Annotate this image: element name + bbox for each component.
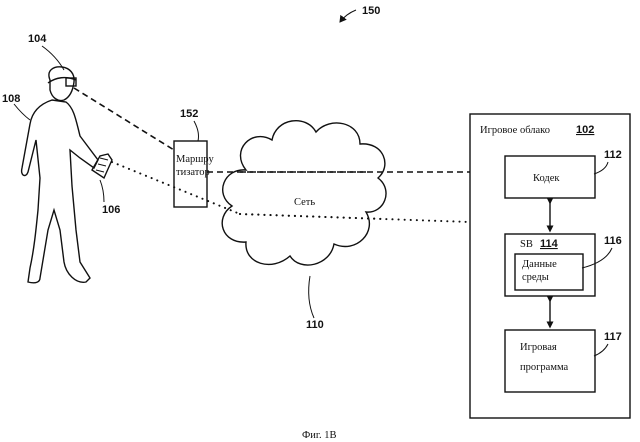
user-leader xyxy=(14,104,30,120)
game-cloud-title: Игровое облако xyxy=(480,125,550,136)
system-ref-arrow xyxy=(340,10,356,22)
game-program-box xyxy=(505,330,595,392)
controller-ref: 106 xyxy=(102,204,120,216)
figure-caption: Фиг. 1В xyxy=(302,430,337,441)
controller-leader xyxy=(100,180,104,202)
env-data-label-line1: Данные xyxy=(522,259,557,270)
codec-label: Кодек xyxy=(533,173,560,184)
controller-link-through-network xyxy=(240,214,384,219)
network-ref: 110 xyxy=(306,319,324,331)
user-body xyxy=(22,100,98,283)
user-ref: 108 xyxy=(2,93,20,105)
state-buffer-label: SB xyxy=(520,239,533,250)
router-leader xyxy=(194,121,199,141)
env-data-ref: 116 xyxy=(604,235,622,247)
network-cloud xyxy=(222,121,386,265)
router-label-line1: Маршру xyxy=(176,154,214,165)
codec-leader xyxy=(594,162,608,174)
game-program-label-line1: Игровая xyxy=(520,342,557,353)
network-label: Сеть xyxy=(294,197,315,208)
state-buffer-ref: 114 xyxy=(540,238,559,250)
game-program-ref: 117 xyxy=(604,331,622,343)
user-head xyxy=(49,67,74,101)
game-program-leader xyxy=(594,344,608,356)
game-program-label-line2: программа xyxy=(520,362,569,373)
router-ref: 152 xyxy=(180,108,198,120)
codec-ref: 112 xyxy=(604,149,622,161)
game-cloud: Игровое облако 102 Кодек 112 SB 114 Данн… xyxy=(470,114,630,418)
game-cloud-ref: 102 xyxy=(576,124,594,136)
controller-icon xyxy=(92,154,112,178)
env-data-leader xyxy=(582,248,612,268)
headset-ref: 104 xyxy=(28,33,47,45)
env-data-label-line2: среды xyxy=(522,272,549,283)
router-label-line2: тизатор xyxy=(176,167,210,178)
router: Маршру тизатор xyxy=(174,141,214,207)
headset-link-to-router xyxy=(74,88,174,150)
network-leader xyxy=(309,276,314,318)
system-ref-label: 150 xyxy=(362,5,380,17)
user-figure xyxy=(22,67,112,283)
system-ref-150: 150 xyxy=(340,5,380,22)
